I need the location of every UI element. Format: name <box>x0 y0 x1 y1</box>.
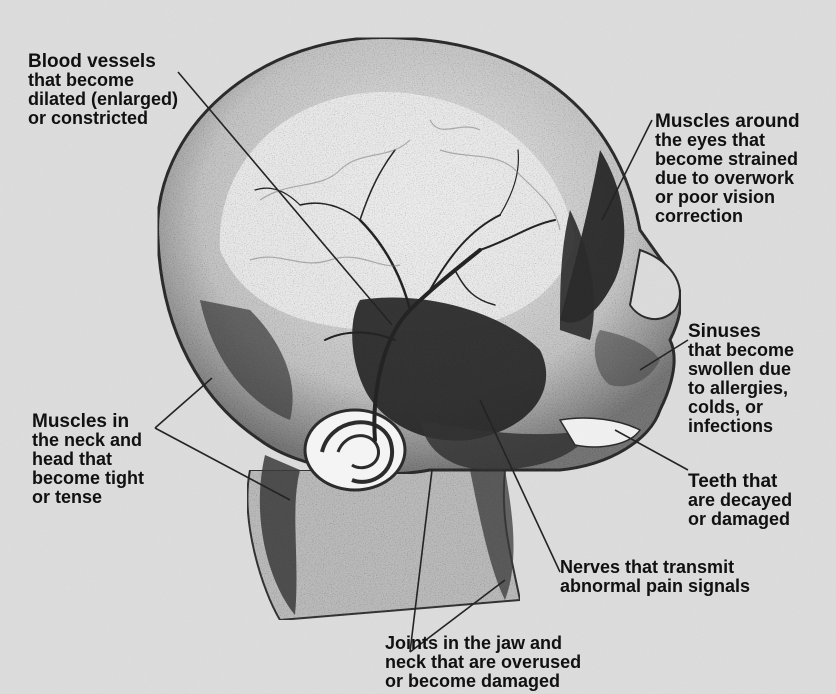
label-neck-muscles: Muscles in the neck and head that become… <box>32 412 144 507</box>
label-joints: Joints in the jaw and neck that are over… <box>385 634 581 691</box>
label-eye-muscles: Muscles around the eyes that become stra… <box>655 112 800 226</box>
label-eye-muscles-line-5: correction <box>655 207 800 226</box>
label-blood-vessels: Blood vessels that become dilated (enlar… <box>28 52 178 128</box>
label-sinuses-line-3: to allergies, <box>688 379 794 398</box>
label-sinuses-line-1: that become <box>688 341 794 360</box>
label-teeth: Teeth that are decayed or damaged <box>688 472 792 529</box>
label-joints-line-3: or become damaged <box>385 672 581 691</box>
label-eye-muscles-line-1: the eyes that <box>655 131 800 150</box>
label-neck-muscles-line-3: become tight <box>32 469 144 488</box>
label-blood-vessels-line-1: that become <box>28 71 178 90</box>
label-nerves: Nerves that transmit abnormal pain signa… <box>560 558 750 596</box>
label-neck-muscles-line-2: head that <box>32 450 144 469</box>
label-eye-muscles-line-2: become strained <box>655 150 800 169</box>
label-sinuses-line-2: swollen due <box>688 360 794 379</box>
label-sinuses-line-5: infections <box>688 417 794 436</box>
label-neck-muscles-line-1: the neck and <box>32 431 144 450</box>
label-nerves-line-2: abnormal pain signals <box>560 577 750 596</box>
label-blood-vessels-heading: Blood vessels <box>28 52 178 71</box>
label-sinuses-heading: Sinuses <box>688 322 794 341</box>
label-teeth-line-1: are decayed <box>688 491 792 510</box>
label-teeth-line-2: or damaged <box>688 510 792 529</box>
label-eye-muscles-line-4: or poor vision <box>655 188 800 207</box>
label-joints-line-1: Joints in the jaw and <box>385 634 581 653</box>
label-eye-muscles-heading: Muscles around <box>655 112 800 131</box>
label-sinuses: Sinuses that become swollen due to aller… <box>688 322 794 436</box>
label-teeth-heading: Teeth that <box>688 472 792 491</box>
label-sinuses-line-4: colds, or <box>688 398 794 417</box>
label-eye-muscles-line-3: due to overwork <box>655 169 800 188</box>
label-joints-line-2: neck that are overused <box>385 653 581 672</box>
label-nerves-line-1: Nerves that transmit <box>560 558 750 577</box>
label-blood-vessels-line-3: or constricted <box>28 109 178 128</box>
label-neck-muscles-heading: Muscles in <box>32 412 144 431</box>
label-blood-vessels-line-2: dilated (enlarged) <box>28 90 178 109</box>
label-neck-muscles-line-4: or tense <box>32 488 144 507</box>
